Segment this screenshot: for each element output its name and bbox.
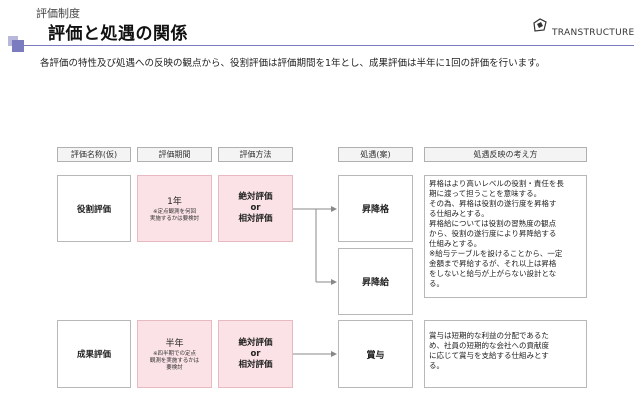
result-eval-name: 成果評価 <box>76 350 111 360</box>
result-eval-method-2: or <box>250 348 261 359</box>
logo-icon <box>533 18 547 32</box>
header-treatment: 処遇(案) <box>338 147 413 162</box>
reflection-result-line: に応じて賞与を支給する仕組みとす <box>429 351 549 360</box>
result-eval-name-cell: 成果評価 <box>57 320 131 388</box>
role-eval-method-3: 相対評価 <box>238 214 273 224</box>
reflection-role-line: その為、昇格は役割の遂行度を昇格す <box>429 199 557 208</box>
result-eval-method-1: 絶対評価 <box>238 337 273 348</box>
role-eval-period-note-2: 実施するかは要検討 <box>149 216 200 222</box>
reflection-role-line: る仕組みとする。 <box>429 209 489 218</box>
role-eval-method-1: 絶対評価 <box>238 192 273 202</box>
result-eval-period: 半年 <box>165 339 184 349</box>
reflection-role-line: から、役割の遂行度により昇降給する <box>429 229 557 238</box>
treatment-salary: 昇降給 <box>361 278 389 288</box>
treatment-promotion-cell: 昇降格 <box>338 175 413 242</box>
reflection-result-box: 賞与は短期的な利益の分配であるた め、社員の短期的な会社への貢献度 に応じて賞与… <box>424 320 587 388</box>
section-label: 評価制度 <box>36 7 80 20</box>
role-eval-name: 役割評価 <box>76 204 111 215</box>
logo-text: TRANSTRUCTURE <box>552 28 635 38</box>
role-eval-period: 1年 <box>167 197 182 207</box>
treatment-bonus: 賞与 <box>366 350 385 361</box>
description: 各評価の特性及び処遇への反映の観点から、役割評価は評価期間を1年とし、成果評価は… <box>40 58 546 69</box>
reflection-role-box: 昇格はより高いレベルの役割・責任を長 期に渡って担うことを意味する。 その為、昇… <box>424 175 587 298</box>
result-eval-period-note-2: 観測を実施するかは <box>149 358 200 364</box>
reflection-role-line: をしないと給与が上がらない設計とな <box>429 269 557 278</box>
reflection-result-line: め、社員の短期的な会社への貢献度 <box>429 341 549 350</box>
result-eval-period-note-3: 要検討 <box>166 365 183 371</box>
reflection-role-line: る。 <box>429 279 444 288</box>
reflection-role-line: 昇格給については役割の習熟度の観点 <box>429 219 557 228</box>
role-eval-period-cell: 1年 ※定点観測を何回 実施するかは要検討 <box>137 175 212 242</box>
role-eval-method-cell: 絶対評価 or 相対評価 <box>218 175 293 242</box>
header-reflection: 処遇反映の考え方 <box>424 147 587 162</box>
page-title: 評価と処遇の関係 <box>48 24 188 44</box>
treatment-promotion: 昇降格 <box>361 205 389 215</box>
title-decoration-accent <box>12 40 24 52</box>
result-eval-period-note-1: ※四半期での定点 <box>152 351 197 357</box>
reflection-role-line: 金額まで昇給するが、それ以上は昇格 <box>429 259 557 268</box>
reflection-role-line: 仕組みとする。 <box>429 239 482 248</box>
header-method: 評価方法 <box>218 147 293 162</box>
result-eval-method-cell: 絶対評価 or 相対評価 <box>218 320 293 388</box>
treatment-salary-cell: 昇降給 <box>338 248 413 315</box>
header-name: 評価名称(仮) <box>57 147 131 162</box>
role-eval-name-cell: 役割評価 <box>57 175 131 242</box>
header-period: 評価期間 <box>137 147 212 162</box>
reflection-result-line: る。 <box>429 361 444 370</box>
result-eval-period-cell: 半年 ※四半期での定点 観測を実施するかは 要検討 <box>137 320 212 388</box>
treatment-bonus-cell: 賞与 <box>338 320 413 388</box>
role-eval-method-2: or <box>250 203 261 213</box>
title-rule <box>24 45 634 46</box>
reflection-result-line: 賞与は短期的な利益の分配であるた <box>429 331 549 340</box>
reflection-role-line: 期に渡って担うことを意味する。 <box>429 189 542 198</box>
result-eval-method-3: 相対評価 <box>238 359 273 370</box>
reflection-role-line: 昇格はより高いレベルの役割・責任を長 <box>429 179 564 188</box>
reflection-role-line: ※給与テーブルを設けることから、一定 <box>429 249 563 258</box>
role-eval-period-note-1: ※定点観測を何回 <box>152 209 197 215</box>
